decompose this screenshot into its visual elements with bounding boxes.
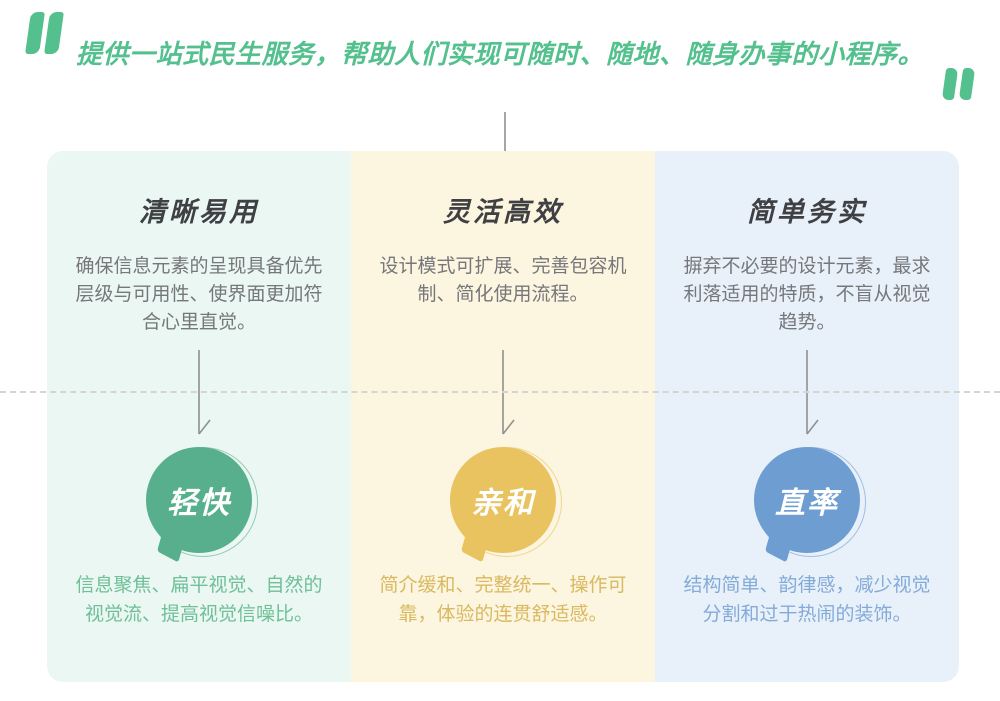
principle-footnote: 结构简单、韵律感，减少视觉 分割和过于热闹的装饰。 [655,571,959,629]
principle-footnote: 信息聚焦、扁平视觉、自然的 视觉流、提高视觉信噪比。 [47,571,351,629]
footnote-line: 靠，体验的连贯舒适感。 [398,604,608,625]
down-arrow-icon [502,350,515,435]
keyword-label: 直率 [775,487,839,520]
principles-panel: 清晰易用 确保信息元素的呈现具备优先 层级与可用性、使界面更加符 合心里直觉。 … [47,151,959,682]
description-line: 设计模式可扩展、完善包容机 [379,256,627,277]
quote-text: 提供一站式民生服务，帮助人们实现可随时、随地、随身办事的小程序。 [75,39,924,69]
description-line: 摒弃不必要的设计元素，最求 [683,256,931,277]
keyword-bubble: 轻快 [146,447,258,563]
principle-title: 清晰易用 [139,197,259,227]
footnote-line: 视觉流、提高视觉信噪比。 [84,604,313,625]
keyword-bubble: 亲和 [450,447,562,563]
bubble-circle: 直率 [754,447,860,553]
bubble-circle: 亲和 [450,447,556,553]
footnote-line: 信息聚焦、扁平视觉、自然的 [75,575,323,596]
down-arrow-icon [198,350,211,435]
principle-description: 设计模式可扩展、完善包容机 制、简化使用流程。 [368,253,638,309]
description-line: 合心里直觉。 [141,312,256,333]
footnote-line: 分割和过于热闹的装饰。 [702,604,912,625]
close-quote-icon [941,68,976,100]
principle-column-flexible: 灵活高效 设计模式可扩展、完善包容机 制、简化使用流程。 亲和 简介缓和、完整统… [351,151,655,682]
description-line: 确保信息元素的呈现具备优先 [75,256,323,277]
description-line: 层级与可用性、使界面更加符 [75,284,323,305]
principle-title: 简单务实 [747,197,867,227]
keyword-label: 亲和 [471,487,535,520]
down-arrow-icon [806,350,819,435]
footnote-line: 简介缓和、完整统一、操作可 [379,575,627,596]
description-line: 利落适用的特质，不盲从视觉 [683,284,931,305]
principle-title: 灵活高效 [443,197,563,227]
principle-column-simple: 简单务实 摒弃不必要的设计元素，最求 利落适用的特质，不盲从视觉 趋势。 直率 … [655,151,959,682]
keyword-label: 轻快 [167,487,231,520]
footnote-line: 结构简单、韵律感，减少视觉 [683,575,931,596]
principle-footnote: 简介缓和、完整统一、操作可 靠，体验的连贯舒适感。 [351,571,655,629]
principle-description: 摒弃不必要的设计元素，最求 利落适用的特质，不盲从视觉 趋势。 [672,253,942,337]
principle-description: 确保信息元素的呈现具备优先 层级与可用性、使界面更加符 合心里直觉。 [64,253,334,337]
keyword-bubble: 直率 [754,447,866,563]
description-line: 制、简化使用流程。 [417,284,589,305]
dashed-divider [0,391,1000,393]
description-line: 趋势。 [778,312,836,333]
open-quote-icon [25,12,64,54]
bubble-circle: 轻快 [146,447,252,553]
principle-column-clear: 清晰易用 确保信息元素的呈现具备优先 层级与可用性、使界面更加符 合心里直觉。 … [47,151,351,682]
